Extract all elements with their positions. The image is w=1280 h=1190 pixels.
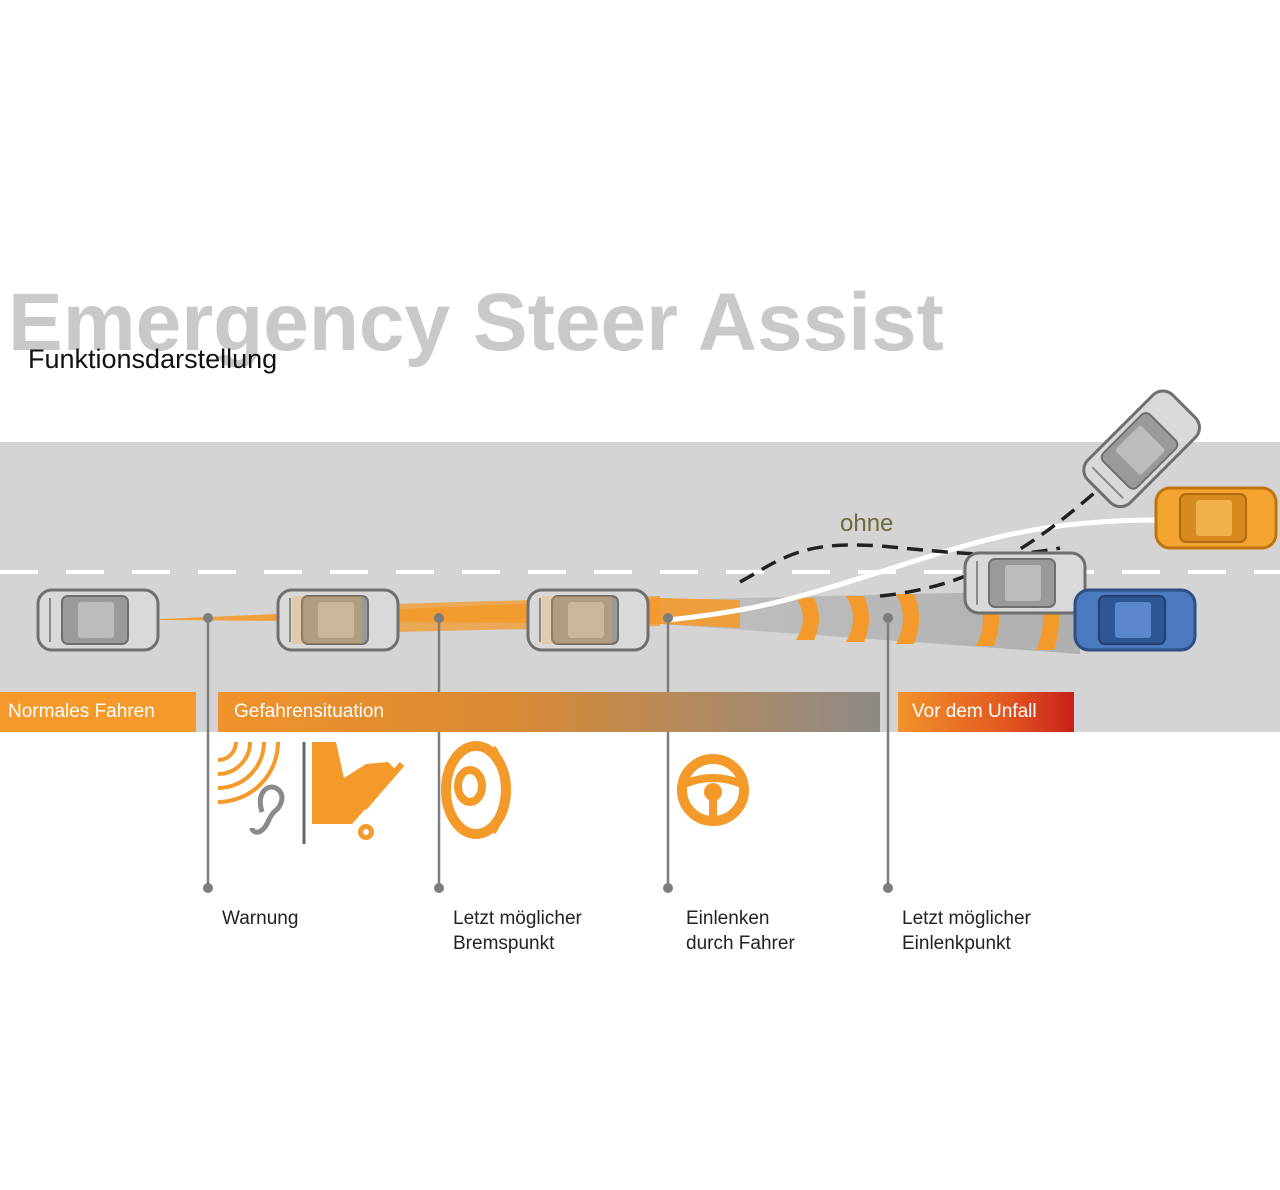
brake-pedal-icon: [312, 742, 405, 840]
car-oncoming-orange: [1154, 486, 1278, 550]
car-obstacle-grey: [963, 551, 1087, 615]
marker-label-line1: Einlenken: [686, 908, 770, 929]
car-normal: [36, 588, 160, 652]
marker-label-einlenkpunkt: Letzt möglicher Einlenkpunkt: [902, 906, 1031, 956]
marker-label-line2: Bremspunkt: [453, 933, 555, 954]
path-label-ohne: ohne: [840, 510, 894, 537]
marker-label-warnung: Warnung: [222, 906, 298, 931]
marker-label-line1: Warnung: [222, 908, 299, 929]
road: [0, 442, 1280, 732]
car-warning-tint: [292, 596, 362, 644]
page-title: Emergency Steer Assist: [8, 277, 944, 368]
phase-danger-situation: Gefahrensituation: [218, 692, 880, 732]
ear-icon: [249, 784, 285, 835]
marker-label-line1: Letzt möglicher: [453, 908, 582, 929]
marker-label-line1: Letzt möglicher: [902, 908, 1031, 929]
marker-warnung: [203, 613, 213, 893]
phase-normal-driving: Normales Fahren: [0, 692, 196, 732]
marker-label-bremspunkt: Letzt möglicher Bremspunkt: [453, 906, 582, 956]
sound-waves-icon: [217, 741, 280, 804]
marker-label-line2: durch Fahrer: [686, 933, 795, 954]
steering-wheel-icon: [677, 754, 749, 826]
marker-label-einlenken: Einlenken durch Fahrer: [686, 906, 795, 956]
phase-before-accident: Vor dem Unfall: [898, 692, 1074, 732]
marker-label-line2: Einlenkpunkt: [902, 933, 1011, 954]
path-with-assist: [667, 517, 1161, 623]
car-braking-tint: [542, 596, 612, 644]
brake-disc-icon: [441, 741, 511, 839]
car-obstacle-blue: [1073, 588, 1197, 652]
marker-einlenkpunkt: [883, 613, 893, 893]
page-subtitle: Funktionsdarstellung: [28, 344, 278, 374]
marker-einlenken: [663, 613, 673, 893]
marker-bremspunkt: [434, 613, 444, 893]
